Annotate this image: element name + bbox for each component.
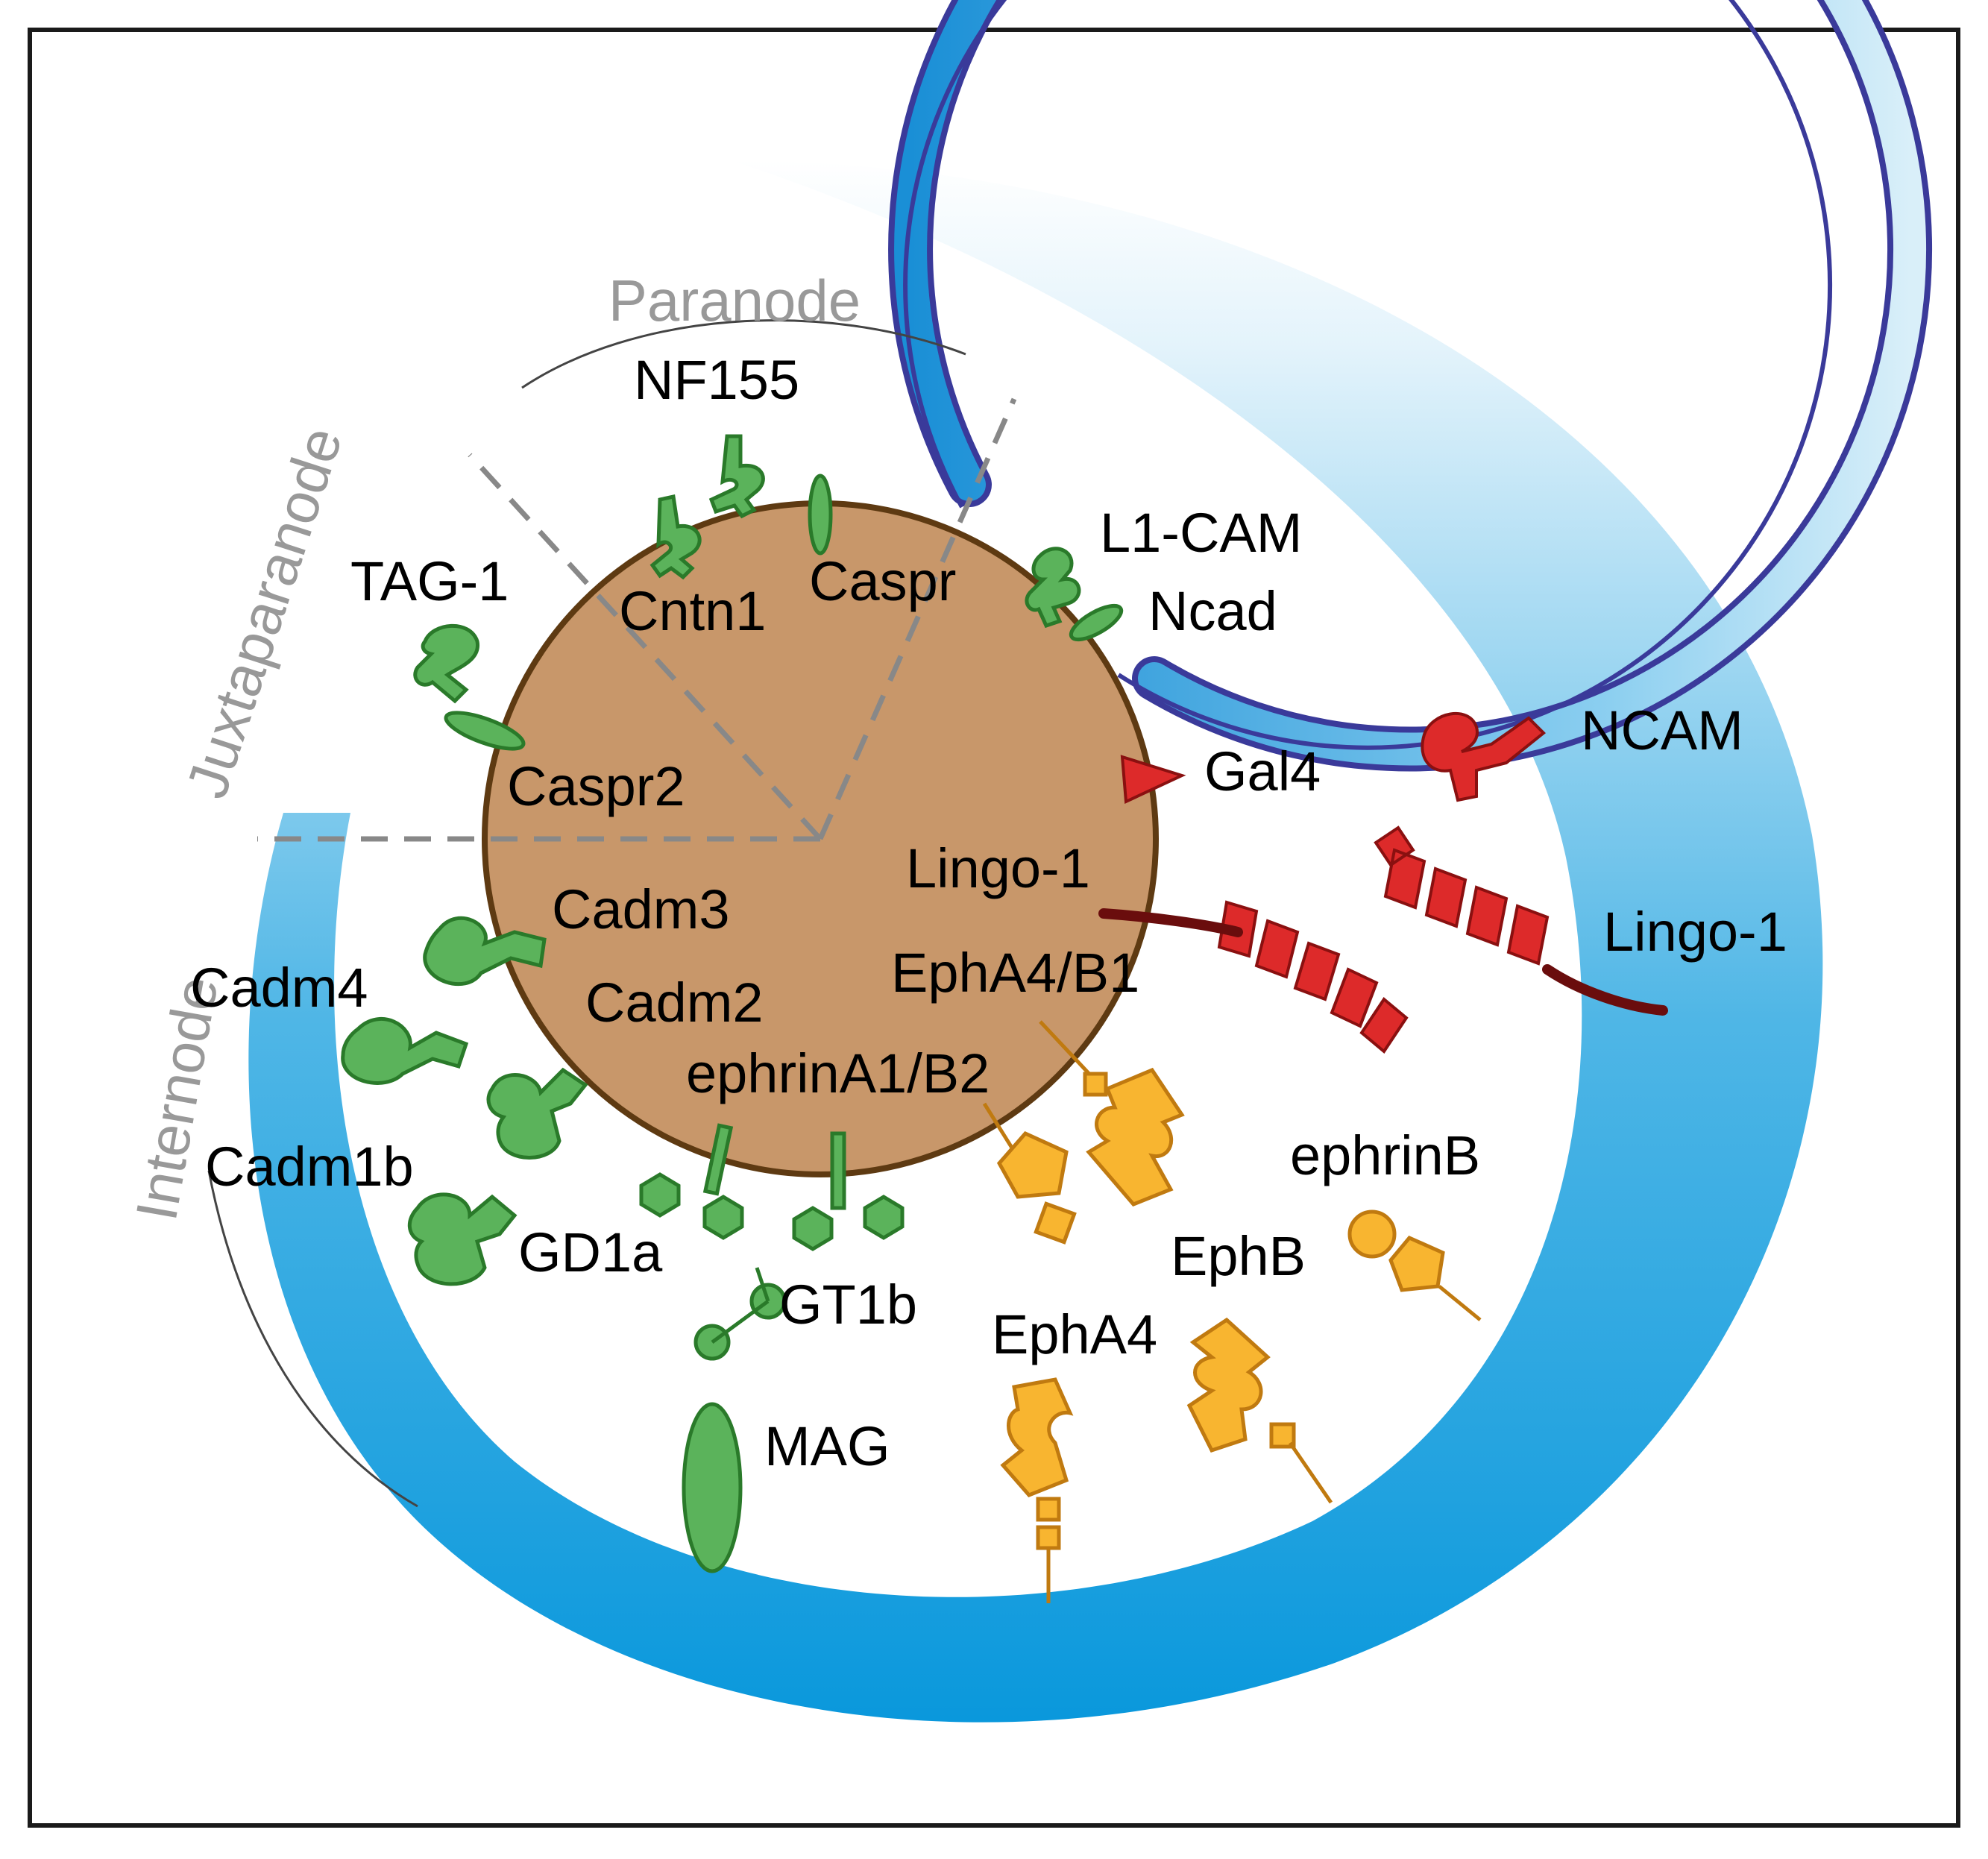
epha4b1-stem <box>1039 1020 1098 1083</box>
label-ephrinb: ephrinB <box>1290 1124 1480 1186</box>
ephb-stem <box>1288 1441 1333 1504</box>
label-lingo1-glia: Lingo-1 <box>1603 901 1787 963</box>
cadm3-molecule <box>423 916 547 987</box>
paranode-arc <box>521 319 966 389</box>
label-ephb: EphB <box>1171 1225 1306 1287</box>
myelin-inner-ring-fill <box>894 0 1927 766</box>
myelin-outer-sheath <box>248 160 1823 1723</box>
label-caspr: Caspr <box>809 550 956 612</box>
cadm1b-molecule <box>407 1192 518 1286</box>
label-cadm2: Cadm2 <box>585 972 764 1034</box>
label-caspr2: Caspr2 <box>507 755 685 817</box>
orange-molecules <box>982 1020 1482 1603</box>
region-dividers <box>257 397 1017 842</box>
epha4-block <box>1000 1377 1074 1497</box>
label-gal4: Gal4 <box>1204 740 1321 802</box>
label-l1cam: L1-CAM <box>1100 502 1302 564</box>
label-ncad: Ncad <box>1148 580 1277 642</box>
tag1-molecule <box>413 623 479 704</box>
cadm2-molecule <box>486 1067 588 1160</box>
label-cadm4: Cadm4 <box>190 957 368 1019</box>
gd1a-glycan-1 <box>639 1172 681 1218</box>
cadm4-molecule <box>341 1016 469 1085</box>
gal4-icon <box>1120 755 1186 805</box>
lingo1-glia-tail <box>1542 964 1668 1016</box>
label-lingo1-axon: Lingo-1 <box>906 837 1090 899</box>
mag-link <box>711 1299 770 1344</box>
internode-arc <box>207 1170 418 1508</box>
gt1b-glycan-1 <box>792 1206 834 1251</box>
ephb-block <box>1186 1317 1271 1453</box>
label-ncam: NCAM <box>1581 699 1743 761</box>
label-mag: MAG <box>764 1415 890 1477</box>
cntn1-molecule <box>649 494 702 580</box>
mag-link-2 <box>755 1267 770 1302</box>
mag-molecule <box>682 1402 743 1573</box>
label-epha4b1: EphA4/B1 <box>891 942 1139 1004</box>
l1cam-molecule <box>1025 547 1081 629</box>
ephrina1b2-diamond <box>1034 1201 1077 1245</box>
gt1b-stem <box>830 1131 846 1210</box>
lingo1-axon-tail <box>1098 908 1243 937</box>
epha4-bead-1 <box>1036 1497 1061 1522</box>
epha4b1-bead-1 <box>1083 1072 1108 1097</box>
region-label-paranode: Paranode <box>608 268 861 333</box>
label-epha4: EphA4 <box>992 1303 1157 1365</box>
label-ephrina1b2: ephrinA1/B2 <box>686 1042 990 1104</box>
label-cadm1b: Cadm1b <box>205 1136 414 1198</box>
ephrina1b2-pentagon <box>996 1130 1069 1199</box>
green-molecules <box>341 434 1124 1573</box>
lingo1-axon-chain <box>1217 900 1409 1054</box>
lingo1-glia-chain <box>1374 825 1550 966</box>
gt1b-glycan-2 <box>863 1195 905 1240</box>
gd1a-glycan-2 <box>702 1195 744 1240</box>
label-nf155: NF155 <box>634 349 799 411</box>
label-tag1: TAG-1 <box>350 550 509 612</box>
myelin-inner-edge <box>903 0 1833 750</box>
epha4b1-block <box>1086 1067 1185 1207</box>
label-cadm3: Cadm3 <box>552 878 730 940</box>
ncam-molecule <box>1421 712 1546 802</box>
caspr2-molecule <box>444 711 526 751</box>
label-gd1a: GD1a <box>518 1221 663 1283</box>
label-gt1b: GT1b <box>779 1274 917 1336</box>
ephrinb-stem <box>1438 1285 1482 1321</box>
red-molecules <box>1120 712 1550 1054</box>
caspr-molecule <box>808 474 833 556</box>
gd1a-stem <box>702 1123 734 1196</box>
ephrinb-circle <box>1347 1210 1397 1259</box>
ncad-molecule <box>1069 603 1124 642</box>
epha4-bead-2 <box>1036 1525 1061 1550</box>
label-cntn1: Cntn1 <box>619 580 766 642</box>
ephrinb-pentagon <box>1388 1235 1445 1292</box>
nf155-molecule <box>708 434 765 519</box>
